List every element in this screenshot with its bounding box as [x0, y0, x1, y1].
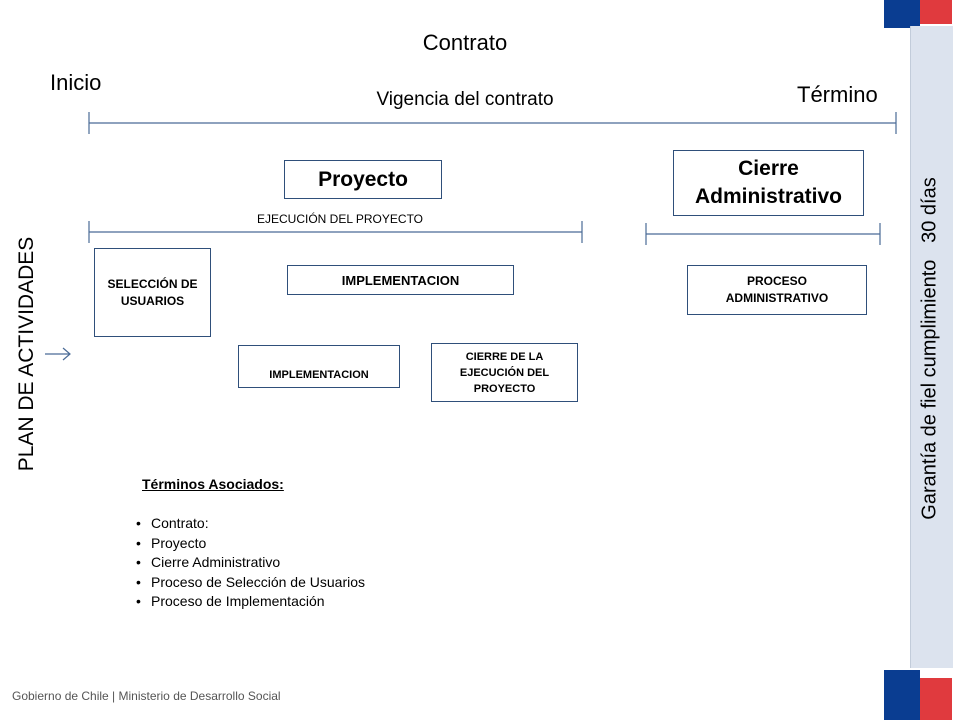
list-item: Cierre Administrativo: [133, 553, 365, 573]
list-item: Contrato:: [133, 514, 365, 534]
list-item: Proceso de Implementación: [133, 592, 365, 612]
implementation-top-label: IMPLEMENTACION: [341, 272, 460, 288]
project-closing-label: CIERRE DE LA EJECUCIÓN DEL PROYECTO: [459, 350, 550, 395]
project-phase-box: Proyecto: [284, 160, 442, 199]
user-selection-label: SELECCIÓN DE USUARIOS: [107, 276, 198, 308]
band-bottom-red: [920, 678, 952, 720]
end-label: Término: [797, 82, 878, 107]
admin-process-label: PROCESO ADMINISTRATIVO: [725, 274, 829, 305]
band-top-blue: [884, 0, 920, 28]
terms-heading: Términos Asociados:: [142, 476, 284, 492]
band-top-red: [920, 0, 952, 24]
list-item: Proyecto: [133, 534, 365, 554]
diagram-title: Contrato: [422, 30, 508, 55]
list-item: Proceso de Selección de Usuarios: [133, 573, 365, 593]
guarantee-label: Garantía de fiel cumplimiento 30 días: [918, 177, 941, 520]
band-bottom-blue: [884, 670, 920, 720]
activities-plan-label: PLAN DE ACTIVIDADES: [15, 236, 38, 472]
user-selection-box: SELECCIÓN DE USUARIOS: [94, 248, 211, 337]
closing-phase-box: Cierre Administrativo: [673, 150, 864, 216]
closing-phase-label: Cierre Administrativo: [694, 157, 843, 208]
contract-span-label: Vigencia del contrato: [376, 89, 554, 110]
admin-process-box: PROCESO ADMINISTRATIVO: [687, 265, 867, 315]
project-closing-box: CIERRE DE LA EJECUCIÓN DEL PROYECTO: [431, 343, 578, 402]
start-label: Inicio: [50, 70, 102, 95]
implementation-bottom-box: IMPLEMENTACION: [238, 345, 400, 388]
execution-label: EJECUCIÓN DEL PROYECTO: [256, 212, 424, 226]
footer: Gobierno de Chile | Ministerio de Desarr…: [12, 689, 281, 703]
project-phase-label: Proyecto: [318, 167, 408, 191]
band-main: [910, 26, 953, 668]
implementation-top-box: IMPLEMENTACION: [287, 265, 514, 295]
terms-list: Contrato: Proyecto Cierre Administrativo…: [133, 514, 365, 612]
implementation-bottom-label: IMPLEMENTACION: [269, 369, 369, 381]
